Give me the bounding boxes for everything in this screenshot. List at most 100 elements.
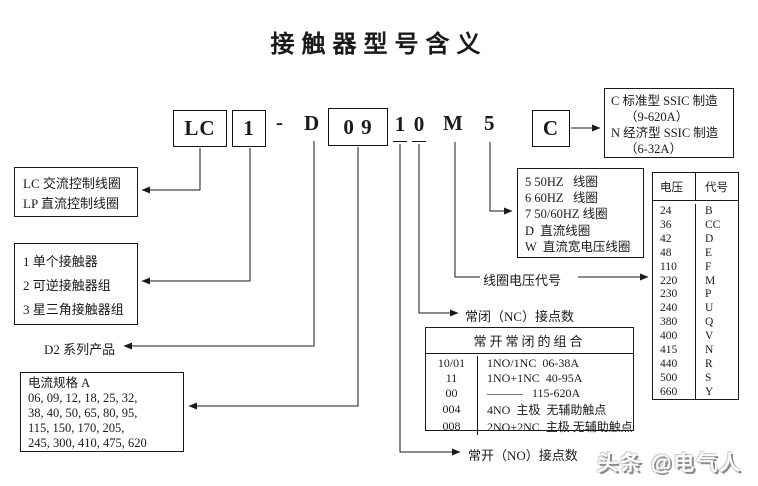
combo-code-cell: 10/01 (426, 356, 478, 371)
connector-frequency (489, 142, 513, 215)
combo-code-cell: 004 (426, 401, 478, 418)
voltage-cell: 660 (653, 384, 696, 399)
voltage-cell: 110 (653, 259, 696, 274)
model-no-contacts-digit: 1 (393, 112, 407, 142)
model-form-box: 1 (232, 110, 266, 147)
voltage-table-row: 240 U (653, 301, 738, 316)
connector-current-rating (188, 147, 359, 410)
voltage-table-header: 电压 代号 (653, 173, 738, 201)
combo-table-row: 10/01 1NO/1NC 06-38A (426, 356, 633, 371)
voltage-table-row: 380 Q (653, 315, 738, 330)
model-current-rating: 0 9 (343, 114, 373, 139)
model-frequency-code: 5 (484, 111, 495, 135)
voltage-table-row: 24 B (653, 204, 738, 218)
voltage-table-row: 440 R (653, 357, 738, 372)
series-label: D2 系列产品 (44, 339, 116, 358)
connector-no-contacts (399, 144, 461, 456)
voltage-cell: 500 (653, 371, 696, 385)
model-series: D (304, 111, 320, 135)
model-nc-contacts-digit: 0 (412, 112, 426, 142)
frequency-line: D 直流线圈 (525, 223, 591, 238)
form-line: 1 单个接触器 (23, 253, 98, 269)
voltage-cell: 42 (653, 231, 696, 246)
make-type-line: C 标准型 SSIC 制造 (611, 94, 718, 108)
code-cell: U (705, 302, 714, 315)
frequency-line: 7 50/60HZ 线圈 (525, 207, 608, 222)
code-cell: R (705, 358, 713, 371)
code-cell: Y (705, 385, 714, 398)
model-make-type: C (542, 116, 560, 140)
current-spec-box: 电流规格 A 06, 09, 12, 18, 25, 32, 38, 40, 5… (20, 372, 184, 452)
form-line: 2 可逆接触器组 (23, 277, 111, 293)
frequency-box: 5 50HZ 线圈 6 60HZ 线圈 7 50/60HZ 线圈 D 直流线圈 … (517, 168, 644, 258)
code-cell: V (705, 330, 714, 343)
voltage-cell: 440 (653, 357, 696, 372)
code-cell: Q (705, 316, 714, 329)
model-separator: - (276, 110, 283, 134)
model-coil-control: LC (184, 116, 216, 140)
voltage-table-row: 48 E (653, 245, 738, 260)
code-cell: M (705, 274, 716, 287)
watermark: 头条 @电气人 (597, 452, 743, 475)
voltage-table-row: 110 F (653, 259, 738, 274)
code-cell: F (705, 260, 712, 273)
combo-code-cell: 008 (426, 418, 478, 435)
form-box: 1 单个接触器 2 可逆接触器组 3 星三角接触器组 (14, 243, 138, 325)
voltage-cell: 36 (653, 217, 696, 232)
connector-nc-contacts (418, 144, 459, 317)
form-line: 3 星三角接触器组 (23, 301, 124, 317)
voltage-cell: 24 (653, 204, 696, 218)
combo-table-row: 00——— 115-620A (426, 386, 633, 401)
connector-coil-control (141, 148, 201, 194)
voltage-table-row: 36 CC (653, 217, 738, 232)
frequency-line: W 直流宽电压线圈 (525, 239, 631, 254)
frequency-line: 5 50HZ 线圈 (525, 175, 598, 189)
model-coil-control-box: LC (173, 110, 227, 147)
code-cell: B (705, 204, 713, 217)
combo-desc-cell: 4NO 主极 无辅助触点 (487, 403, 607, 417)
code-cell: E (705, 246, 713, 259)
model-form: 1 (243, 116, 255, 140)
connector-series (123, 141, 315, 350)
model-current-rating-box: 0 9 (328, 108, 388, 146)
make-type-line: （6-32A） (625, 142, 682, 156)
coil-type-line: LC 交流控制线圈 (23, 175, 121, 191)
combo-desc-cell: 1NO/1NC 06-38A (487, 356, 579, 370)
current-spec-line: 06, 09, 12, 18, 25, 32, (28, 391, 138, 405)
coil-voltage-code-label: 线圈电压代号 (483, 270, 562, 289)
connector-form (141, 148, 251, 285)
current-spec-line: 38, 40, 50, 65, 80, 95, (28, 406, 138, 420)
voltage-table-row: 660 Y (653, 384, 738, 399)
frequency-line: 6 60HZ 线圈 (525, 191, 598, 206)
model-voltage-code: M (443, 111, 463, 135)
model-make-type-box: C (532, 110, 570, 147)
connector-voltage-code (454, 142, 480, 278)
make-type-line: N 经济型 SSIC 制造 (611, 126, 719, 140)
make-type-line: （9-620A） (625, 110, 689, 124)
voltage-cell: 240 (653, 301, 696, 316)
coil-type-box: LC 交流控制线圈 LP 直流控制线圈 (14, 167, 138, 217)
voltage-cell: 48 (653, 245, 696, 260)
voltage-cell: 220 (653, 273, 696, 288)
combo-table-title: 常开常闭的组合 (426, 328, 633, 354)
code-cell: S (705, 372, 712, 385)
code-cell: N (705, 344, 714, 357)
coil-type-line: LP 直流控制线圈 (23, 195, 119, 211)
code-header-cell: 代号 (705, 181, 728, 194)
voltage-cell: 380 (653, 315, 696, 330)
code-cell: CC (705, 218, 721, 231)
voltage-header-cell: 电压 (653, 173, 696, 200)
nc-contacts-label: 常闭（NC）接点数 (465, 306, 575, 325)
combo-code-cell: 11 (426, 371, 478, 386)
